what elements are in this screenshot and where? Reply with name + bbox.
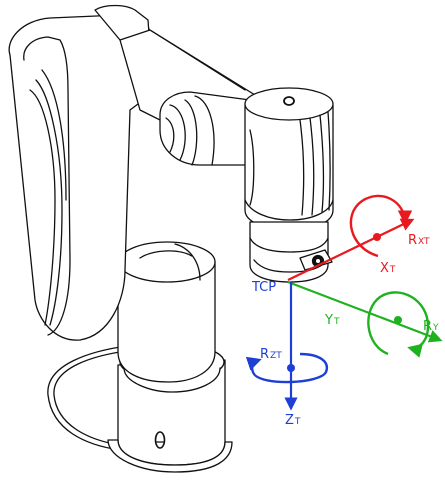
z-axis-group: RZT ZT — [245, 282, 329, 428]
x-axis-pivot-dot — [373, 233, 381, 241]
base-logo-icon — [154, 431, 166, 449]
y-axis-pivot-dot — [394, 316, 402, 324]
tool-flange — [249, 221, 333, 283]
rz-rotation-arrow — [245, 352, 329, 384]
ry-rotation-arrow — [367, 291, 430, 358]
cable — [47, 344, 136, 451]
y-axis-arrow — [287, 280, 443, 343]
rx-axis-label: RXT — [408, 233, 430, 248]
y-axis-label: YT — [324, 313, 340, 328]
x-axis-group: RXT XT — [287, 194, 430, 281]
y-axis-group: YT RY — [287, 280, 443, 358]
z-axis-pivot-dot — [287, 364, 295, 372]
wrist-joint-1 — [159, 91, 259, 166]
ry-axis-label: RY — [423, 319, 439, 334]
upper-arm-link — [8, 14, 151, 341]
shoulder-joint — [117, 241, 216, 383]
z-axis-label: ZT — [285, 413, 301, 428]
x-axis-arrow — [287, 218, 415, 281]
rx-rotation-arrow — [349, 194, 413, 258]
wrist-joint-2 — [244, 87, 334, 231]
wrist-top-logo-icon — [283, 96, 295, 106]
rz-axis-label: RZT — [260, 347, 282, 362]
robot-arm-drawing — [8, 4, 334, 473]
x-axis-label: XT — [380, 261, 396, 276]
tcp-label: TCP — [251, 280, 276, 295]
